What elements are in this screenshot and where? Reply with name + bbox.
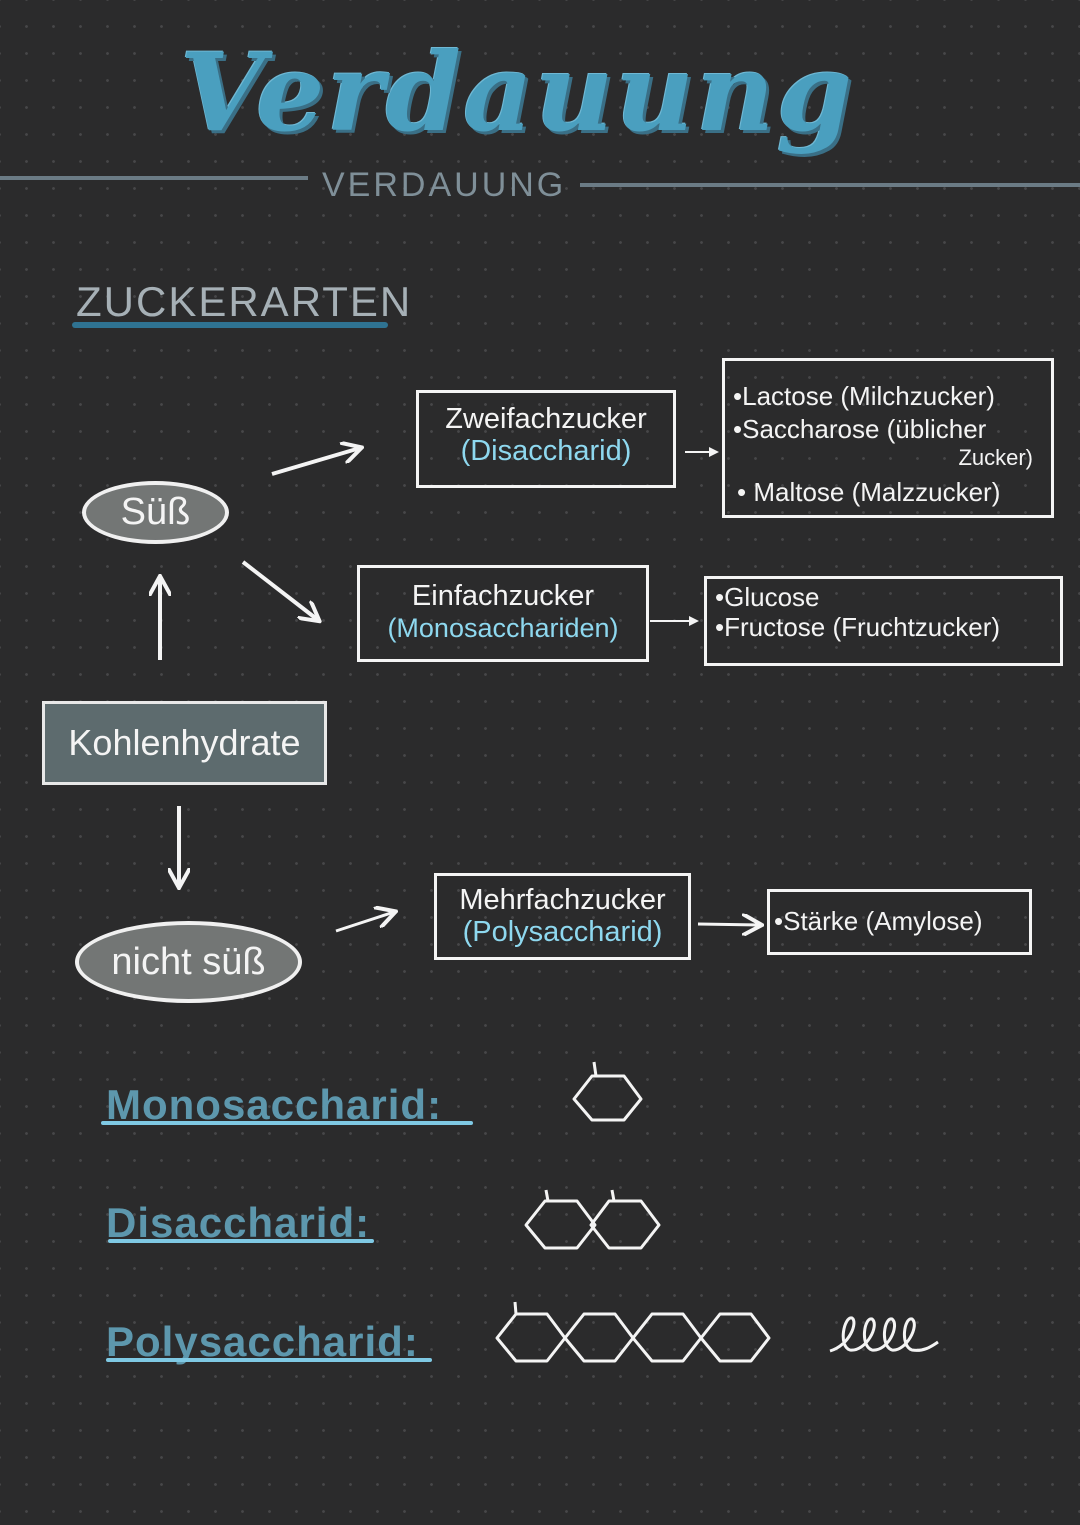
page-subtitle: VERDAUUNG xyxy=(322,166,567,204)
definition-label-poly: Polysaccharid: xyxy=(106,1318,419,1365)
polysaccharide-box: Mehrfachzucker (Polysaccharid) xyxy=(434,873,691,960)
chain-squiggle-icon xyxy=(829,1316,939,1353)
example-fructose: •Fructose (Fruchtzucker) xyxy=(715,612,1001,642)
arrow-polysaccharide-to-examples xyxy=(697,924,760,925)
polysaccharide-term: (Polysaccharid) xyxy=(462,916,663,948)
polysaccharide-rings xyxy=(495,1301,771,1363)
disaccharide-rings xyxy=(524,1189,661,1250)
carbohydrates-label: Kohlenhydrate xyxy=(68,722,301,763)
page-title: Verdauung xyxy=(180,30,855,156)
monosaccharide-name: Einfachzucker xyxy=(411,580,595,612)
section-title: ZUCKERARTEN xyxy=(76,278,413,325)
not-sweet-node: nicht süß xyxy=(75,921,302,1003)
monosaccharide-box: Einfachzucker (Monosacchariden) xyxy=(357,565,649,662)
disaccharide-name: Zweifachzucker xyxy=(445,403,647,435)
not-sweet-label: nicht süß xyxy=(111,940,266,983)
disaccharide-box: Zweifachzucker (Disaccharid) xyxy=(416,390,676,488)
disaccharide-term: (Disaccharid) xyxy=(460,435,632,467)
example-starch: •Stärke (Amylose) xyxy=(774,906,983,936)
polysaccharide-examples-box: •Stärke (Amylose) xyxy=(767,889,1032,955)
subtitle-rule-left xyxy=(0,176,308,180)
definition-underline-mono xyxy=(101,1121,473,1125)
example-lactose: •Lactose (Milchzucker) xyxy=(733,381,995,411)
arrow-suess-to-monosaccharide xyxy=(241,560,318,620)
example-saccharose: •Saccharose (üblicher xyxy=(733,414,987,444)
monosaccharide-ring xyxy=(572,1061,643,1122)
section-underline xyxy=(72,322,388,328)
monosaccharide-term: (Monosacchariden) xyxy=(387,613,619,643)
sweet-node: Süß xyxy=(82,481,229,544)
disaccharide-examples-box: •Lactose (Milchzucker) •Saccharose (übli… xyxy=(722,358,1054,518)
arrow-suess-to-disaccharide xyxy=(271,448,360,476)
carbohydrates-node: Kohlenhydrate xyxy=(42,701,327,785)
definition-underline-di xyxy=(108,1239,374,1243)
definition-label-mono: Monosaccharid: xyxy=(106,1081,443,1128)
example-saccharose-cont: Zucker) xyxy=(958,445,1033,470)
example-glucose: •Glucose xyxy=(715,582,820,612)
monosaccharide-examples-box: •Glucose •Fructose (Fruchtzucker) xyxy=(704,576,1063,666)
subtitle-rule-right xyxy=(580,183,1080,187)
definition-underline-poly xyxy=(106,1358,432,1362)
arrow-nicht-suess-to-polysaccharide xyxy=(335,912,394,933)
example-maltose: • Maltose (Malzzucker) xyxy=(737,477,1001,507)
definition-label-di: Disaccharid: xyxy=(106,1199,371,1246)
sweet-label: Süß xyxy=(120,491,191,533)
polysaccharide-name: Mehrfachzucker xyxy=(459,884,666,916)
